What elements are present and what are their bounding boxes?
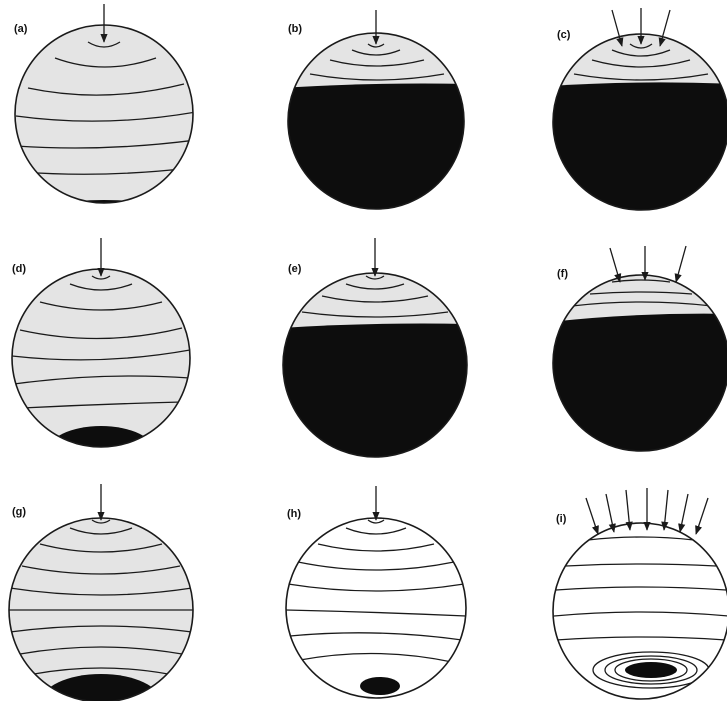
dark-region-h [360, 677, 400, 695]
panel-label-i: (i) [556, 513, 567, 525]
panel-h: (h) [286, 486, 466, 698]
arrow-icon [696, 498, 708, 534]
arrow-icon [680, 494, 688, 532]
dark-region-a [34, 200, 174, 228]
panel-g: (g) [8, 484, 194, 701]
panel-label-a: (a) [14, 23, 28, 35]
arrow-icon [610, 248, 620, 282]
panel-label-b: (b) [288, 23, 302, 35]
panel-label-c: (c) [557, 29, 571, 41]
dark-region-d [47, 426, 155, 478]
sphere-a [15, 25, 193, 203]
panel-label-g: (g) [12, 506, 26, 518]
panel-d: (d) [12, 238, 190, 478]
panel-b: (b) [280, 10, 470, 220]
sphere-h [286, 518, 466, 698]
dark-region-f [550, 314, 727, 460]
panel-c: (c) [550, 8, 727, 220]
panel-label-d: (d) [12, 263, 26, 275]
panel-i: (i) [553, 488, 727, 699]
dark-region-b [280, 84, 470, 221]
arrow-icon [606, 494, 614, 532]
panel-label-f: (f) [557, 268, 568, 280]
dark-region-e [280, 324, 470, 461]
panel-label-e: (e) [288, 263, 302, 275]
panel-a: (a) [14, 4, 196, 228]
panel-label-h: (h) [287, 508, 301, 520]
arrow-icon [676, 246, 686, 282]
arrow-group-i [586, 488, 708, 534]
arrow-icon [664, 490, 668, 530]
panel-f: (f) [550, 246, 727, 460]
arrow-icon [586, 498, 598, 534]
dark-region-c [550, 82, 727, 220]
dark-region-i [625, 662, 677, 678]
panel-e: (e) [280, 238, 470, 460]
